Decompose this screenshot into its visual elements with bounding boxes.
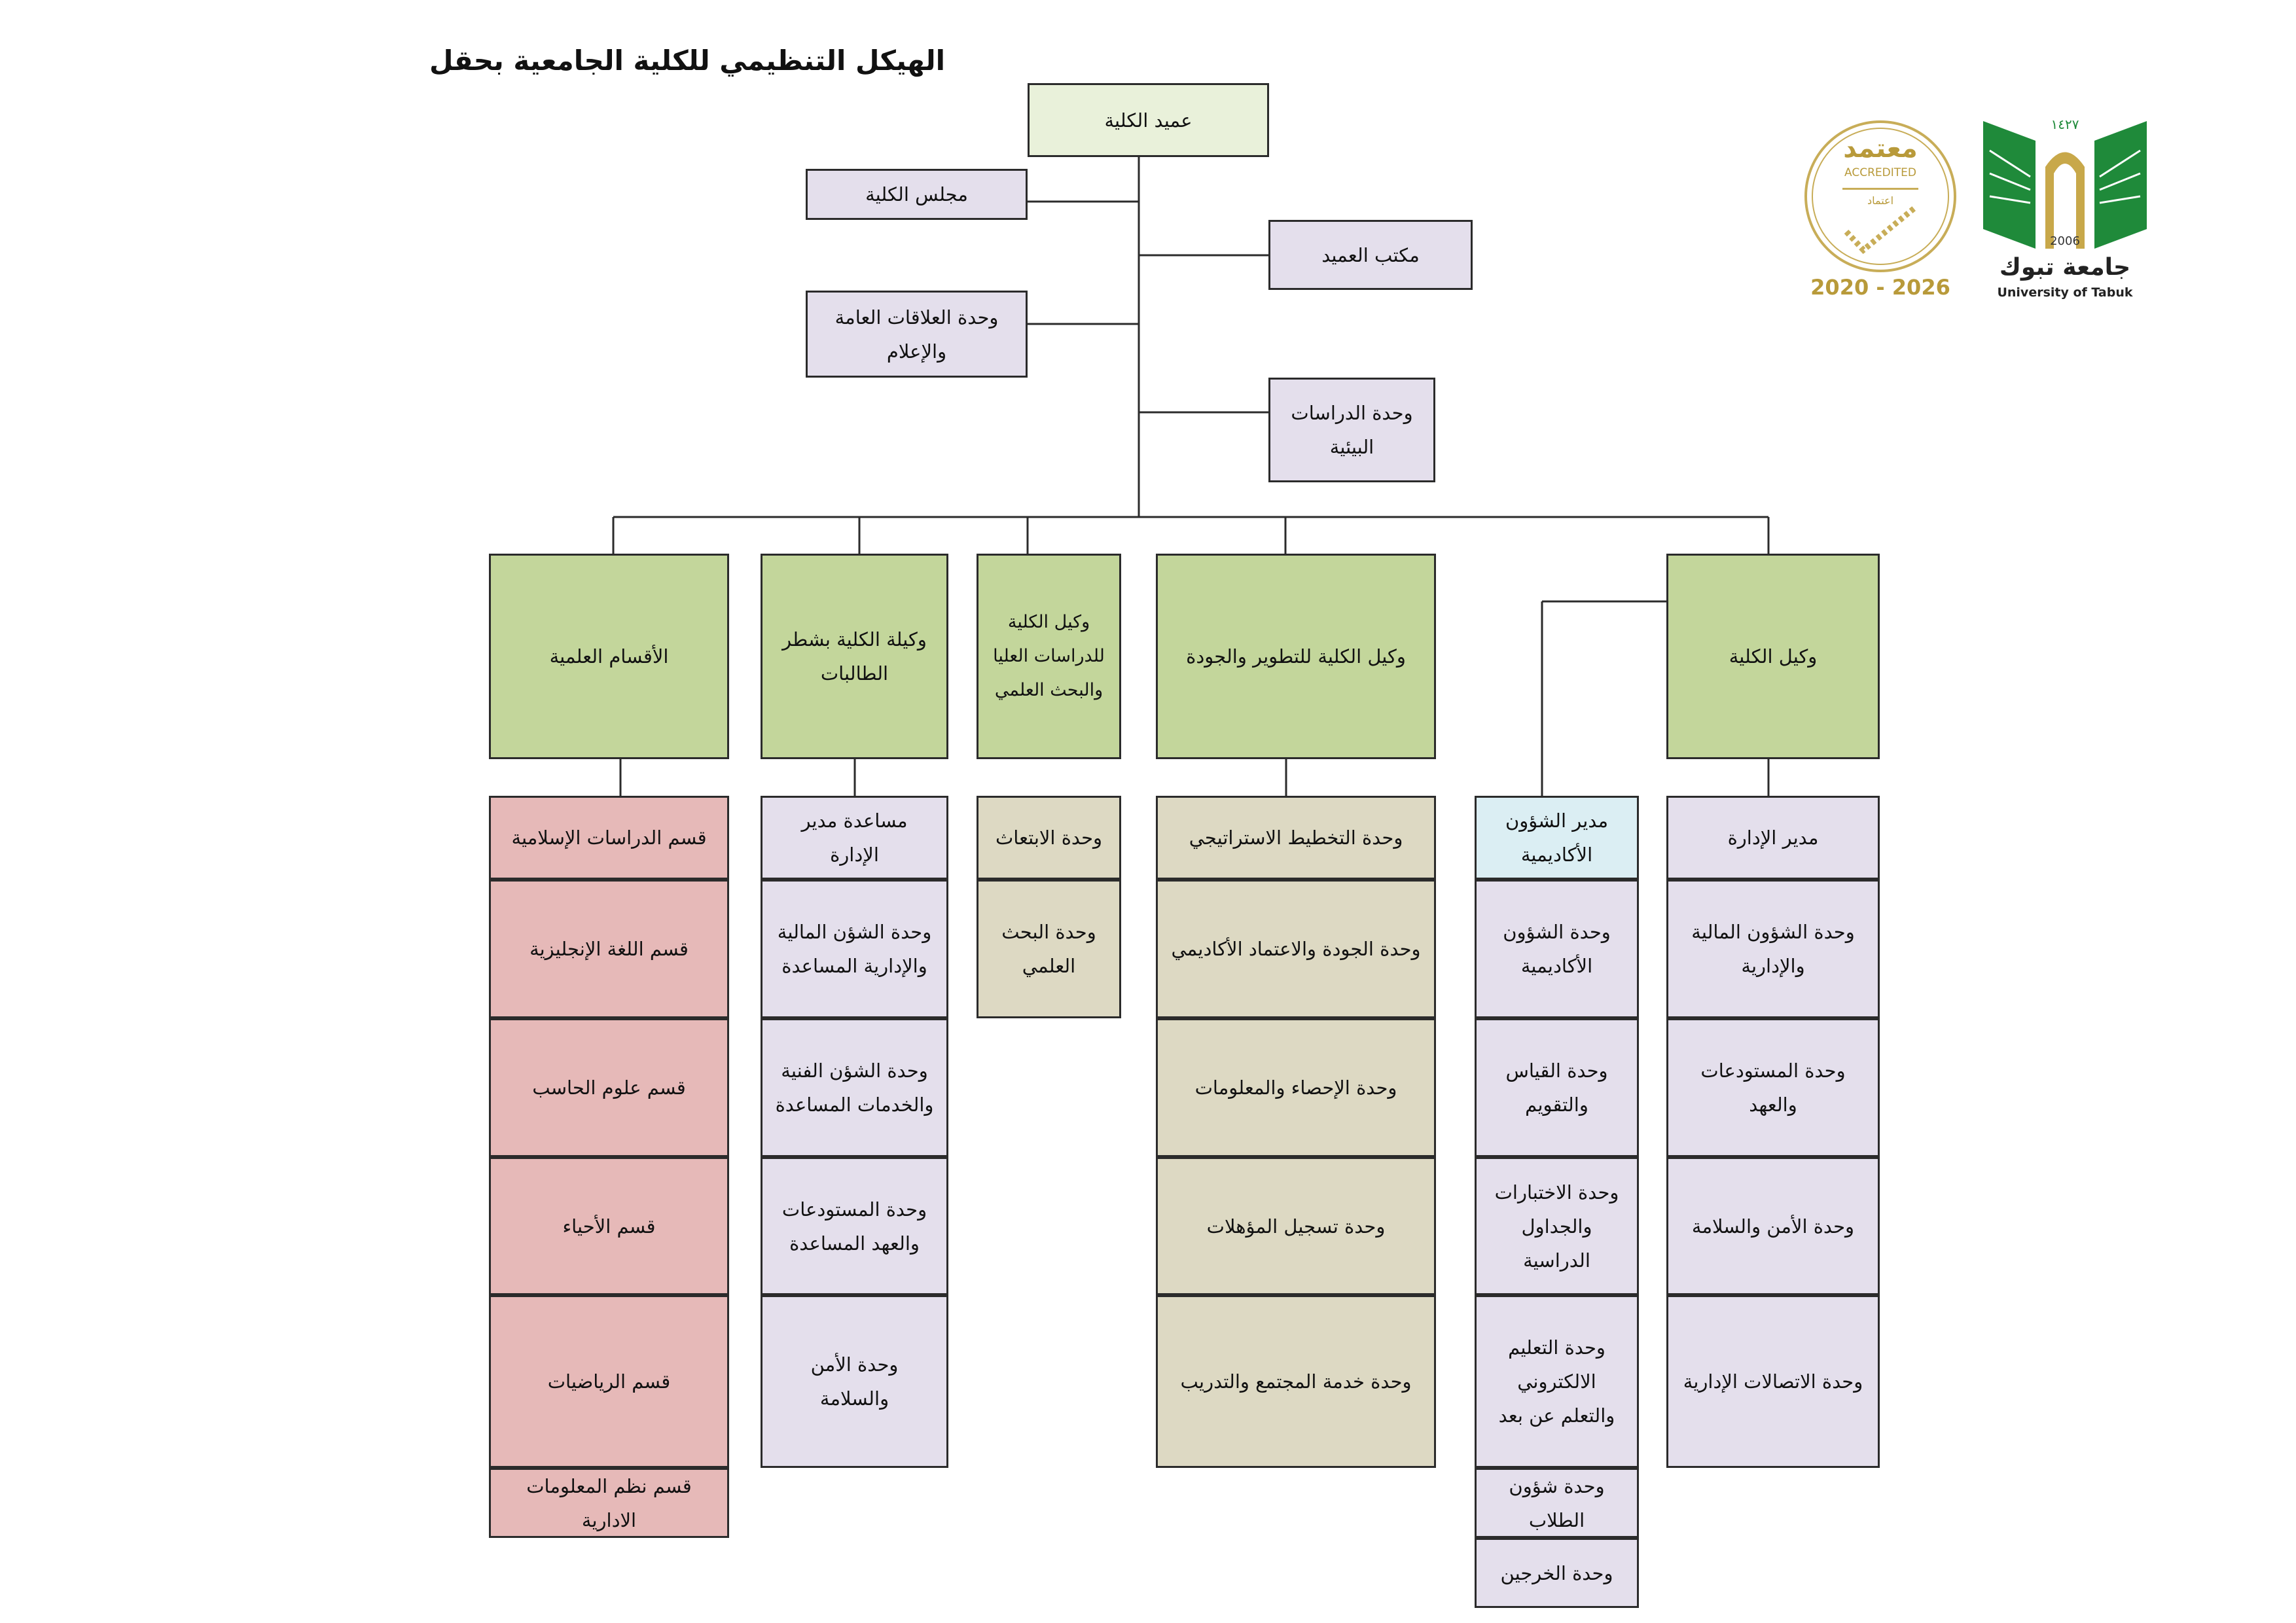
exams-schedules-unit-label: وحدة الاختبارات والجداول الدراسية — [1494, 1181, 1619, 1272]
assessment-unit: وحدة القياس والتقويم — [1475, 1018, 1639, 1157]
female-vice-box: وكيلة الكلية بشطر الطالبات — [761, 554, 948, 759]
community-service-unit: وحدة خدمة المجتمع والتدريب — [1156, 1295, 1436, 1468]
dept-english: قسم اللغة الإنجليزية — [489, 880, 729, 1018]
accreditation-english: ACCREDITED — [1844, 166, 1916, 179]
female-technical-unit-label: وحدة الشؤن الفنية والخدمات المساعدة — [775, 1060, 934, 1116]
grad-vice-label: وكيل الكلية للدراسات العليا والبحث العلم… — [993, 612, 1105, 700]
accreditation-years: 2020 - 2026 — [1810, 275, 1950, 300]
dept-computer-science-label: قسم علوم الحاسب — [532, 1077, 686, 1099]
research-unit: وحدة البحث العلمي — [977, 880, 1121, 1018]
quality-unit: وحدة الجودة والاعتماد الأكاديمي — [1156, 880, 1436, 1018]
accreditation-seal-icon — [1804, 120, 1956, 272]
female-finance-unit: وحدة الشؤن المالية والإدارية المساعدة — [761, 880, 948, 1018]
dept-mis-label: قسم نظم المعلومات الادارية — [526, 1474, 692, 1531]
grad-vice-box: وكيل الكلية للدراسات العليا والبحث العلم… — [977, 554, 1121, 759]
student-affairs-unit: وحدة شؤون الطلاب — [1475, 1468, 1639, 1538]
university-year: 2006 — [2050, 234, 2080, 248]
dept-biology: قسم الأحياء — [489, 1157, 729, 1295]
strategic-planning-unit-label: وحدة التخطيط الاستراتيجي — [1189, 827, 1403, 849]
admin-warehouse-unit-label: وحدة المستودعات والعهد — [1700, 1060, 1846, 1116]
female-safety-unit: وحدة الأمن والسلامة — [761, 1295, 948, 1468]
female-admin-assistant: مساعدة مدير الإدارة — [761, 796, 948, 880]
dept-english-label: قسم اللغة الإنجليزية — [529, 938, 689, 960]
qualifications-unit-label: وحدة تسجيل المؤهلات — [1206, 1215, 1386, 1238]
qualifications-unit: وحدة تسجيل المؤهلات — [1156, 1157, 1436, 1295]
college-vice-box: وكيل الكلية — [1666, 554, 1880, 759]
dean-office-label: مكتب العميد — [1321, 243, 1420, 266]
admin-safety-unit: وحدة الأمن والسلامة — [1666, 1157, 1880, 1295]
dept-computer-science: قسم علوم الحاسب — [489, 1018, 729, 1157]
environmental-unit-label: وحدة الدراسات البيئية — [1291, 402, 1413, 458]
elearning-unit: وحدة التعليم الالكتروني والتعلم عن بعد — [1475, 1295, 1639, 1468]
dept-mis: قسم نظم المعلومات الادارية — [489, 1468, 729, 1538]
academic-affairs-head: مدير الشؤون الأكاديمية — [1475, 796, 1639, 880]
admin-finance-unit: وحدة الشؤون المالية والإدارية — [1666, 880, 1880, 1018]
exams-schedules-unit: وحدة الاختبارات والجداول الدراسية — [1475, 1157, 1639, 1295]
female-safety-unit-label: وحدة الأمن والسلامة — [810, 1353, 899, 1410]
departments-head-label: الأقسام العلمية — [549, 645, 669, 668]
academic-affairs-head-label: مدير الشؤون الأكاديمية — [1505, 810, 1609, 866]
admin-warehouse-unit: وحدة المستودعات والعهد — [1666, 1018, 1880, 1157]
scholarship-unit-label: وحدة الابتعاث — [995, 827, 1103, 849]
accreditation-arabic: معتمد — [1843, 134, 1918, 164]
statistics-unit-label: وحدة الإحصاء والمعلومات — [1194, 1077, 1397, 1099]
female-vice-label: وكيلة الكلية بشطر الطالبات — [782, 628, 927, 685]
graduates-unit-label: وحدة الخرجين — [1500, 1561, 1613, 1584]
academic-affairs-unit: وحدة الشؤون الأكاديمية — [1475, 880, 1639, 1018]
assessment-unit-label: وحدة القياس والتقويم — [1505, 1060, 1608, 1116]
departments-head-box: الأقسام العلمية — [489, 554, 729, 759]
university-english-name: University of Tabuk — [1997, 285, 2133, 300]
dept-mathematics-label: قسم الرياضيات — [547, 1370, 671, 1393]
college-vice-label: وكيل الكلية — [1729, 645, 1818, 668]
female-admin-assistant-label: مساعدة مدير الإدارة — [801, 810, 908, 866]
academic-affairs-unit-label: وحدة الشؤون الأكاديمية — [1503, 921, 1611, 977]
admin-director-label: مدير الإدارة — [1727, 827, 1819, 849]
dev-vice-box: وكيل الكلية للتطوير والجودة — [1156, 554, 1436, 759]
dept-islamic-studies: قسم الدراسات الإسلامية — [489, 796, 729, 880]
admin-communications-unit: وحدة الاتصالات الإدارية — [1666, 1295, 1880, 1468]
female-technical-unit: وحدة الشؤن الفنية والخدمات المساعدة — [761, 1018, 948, 1157]
female-warehouse-unit-label: وحدة المستودعات والعهد المساعدة — [781, 1198, 927, 1255]
community-service-unit-label: وحدة خدمة المجتمع والتدريب — [1180, 1370, 1412, 1393]
research-unit-label: وحدة البحث العلمي — [1001, 921, 1096, 977]
statistics-unit: وحدة الإحصاء والمعلومات — [1156, 1018, 1436, 1157]
dept-biology-label: قسم الأحياء — [562, 1215, 656, 1238]
strategic-planning-unit: وحدة التخطيط الاستراتيجي — [1156, 796, 1436, 880]
college-council-box: مجلس الكلية — [806, 169, 1028, 220]
graduates-unit: وحدة الخرجين — [1475, 1538, 1639, 1608]
female-finance-unit-label: وحدة الشؤن المالية والإدارية المساعدة — [777, 921, 932, 977]
student-affairs-unit-label: وحدة شؤون الطلاب — [1509, 1474, 1605, 1531]
dept-mathematics: قسم الرياضيات — [489, 1295, 729, 1468]
elearning-unit-label: وحدة التعليم الالكتروني والتعلم عن بعد — [1498, 1336, 1615, 1427]
dev-vice-label: وكيل الكلية للتطوير والجودة — [1186, 645, 1406, 668]
accreditation-logo: معتمد ACCREDITED اعتماد — [1803, 119, 1958, 274]
admin-communications-unit-label: وحدة الاتصالات الإدارية — [1683, 1370, 1863, 1393]
university-arabic-name: جامعة تبوك — [1999, 254, 2131, 281]
university-logo: ١٤٢٧ 2006 جامعة تبوك University of Tabuk — [1983, 111, 2147, 308]
university-emblem-icon — [1983, 121, 2147, 249]
dean-office-box: مكتب العميد — [1268, 220, 1473, 290]
scholarship-unit: وحدة الابتعاث — [977, 796, 1121, 880]
female-warehouse-unit: وحدة المستودعات والعهد المساعدة — [761, 1157, 948, 1295]
pr-unit-label: وحدة العلاقات العامة والإعلام — [834, 306, 999, 363]
dean-label: عميد الكلية — [1104, 109, 1193, 132]
pr-unit-box: وحدة العلاقات العامة والإعلام — [806, 291, 1028, 378]
admin-director: مدير الإدارة — [1666, 796, 1880, 880]
quality-unit-label: وحدة الجودة والاعتماد الأكاديمي — [1171, 938, 1421, 960]
accreditation-seal-text: اعتماد — [1867, 194, 1894, 207]
environmental-unit-box: وحدة الدراسات البيئية — [1268, 378, 1435, 482]
admin-safety-unit-label: وحدة الأمن والسلامة — [1691, 1215, 1855, 1238]
page-title: الهيكل التنظيمي للكلية الجامعية بحقل — [429, 45, 945, 77]
university-hijri-year: ١٤٢٧ — [2051, 116, 2079, 132]
admin-finance-unit-label: وحدة الشؤون المالية والإدارية — [1691, 921, 1855, 977]
college-council-label: مجلس الكلية — [865, 183, 968, 205]
dean-box: عميد الكلية — [1028, 83, 1269, 157]
dept-islamic-studies-label: قسم الدراسات الإسلامية — [511, 827, 707, 849]
